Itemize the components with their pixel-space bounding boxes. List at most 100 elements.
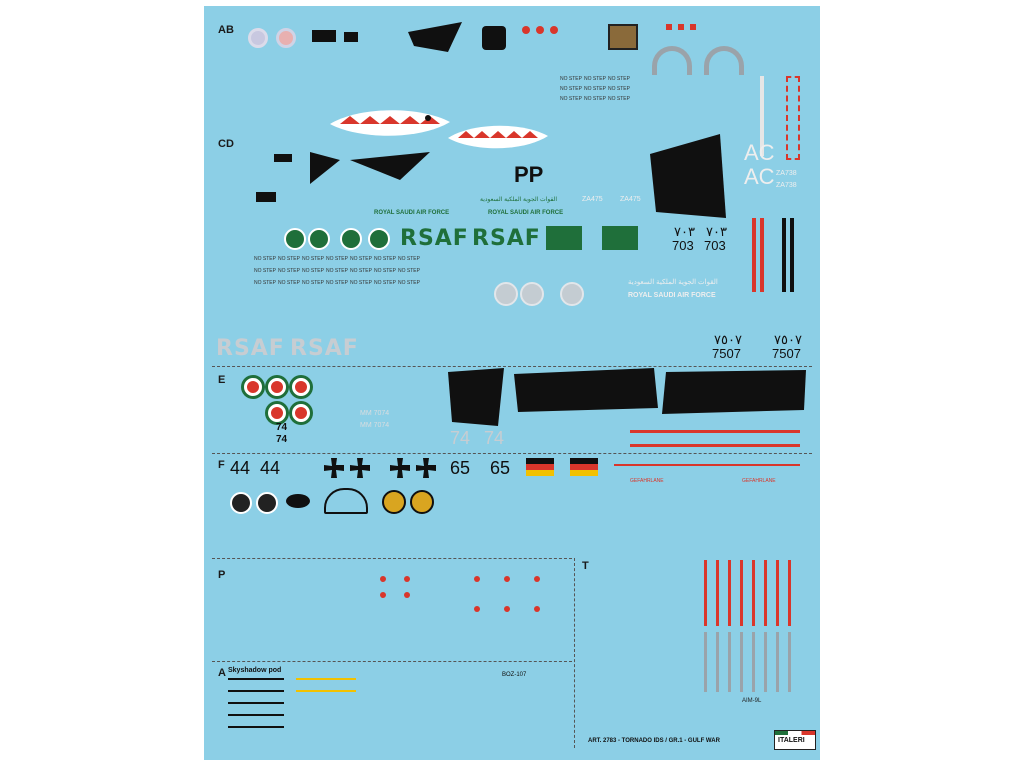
rsaf-text-dark: RSAF: [400, 226, 469, 251]
shark-mouth-decal: [330, 110, 450, 136]
saudi-flag: [546, 226, 582, 250]
section-label-p: P: [218, 569, 226, 581]
iron-cross-icon: [390, 458, 410, 478]
red-strip: [728, 560, 731, 626]
black-wing-shape: [514, 368, 806, 414]
no-step-text: NO STEP: [278, 280, 300, 286]
aim9l-label: AIM-9L: [742, 698, 762, 704]
skyshadow-label: Skyshadow pod: [228, 667, 282, 674]
divider: [212, 661, 572, 662]
divider: [212, 366, 812, 367]
black-panel: [274, 154, 292, 162]
red-dot: [534, 606, 540, 612]
grey-strip: [704, 632, 707, 692]
arabic-code: ٧٠٣: [706, 224, 727, 239]
grey-strip: [728, 632, 731, 692]
no-step-text: NO STEP: [326, 280, 348, 286]
no-step-text: NO STEP: [302, 268, 324, 274]
red-dot: [522, 26, 530, 34]
black-wing-shape: [310, 152, 430, 184]
no-step-text: NO STEP: [278, 268, 300, 274]
code-703: 703: [672, 238, 694, 253]
no-step-text: NO STEP: [326, 268, 348, 274]
grey-strip: [716, 632, 719, 692]
serial-za475: ZA475: [582, 196, 603, 203]
code-74-grey: 74: [450, 428, 471, 448]
rsaf-text-grey: RSAF: [290, 336, 359, 361]
german-flag: [570, 458, 598, 476]
no-step-text: NO STEP: [350, 268, 372, 274]
iron-cross-icon: [416, 458, 436, 478]
red-stripe: [614, 464, 800, 466]
black-panel: [312, 30, 336, 42]
roundel-icon: [276, 28, 296, 48]
red-strip: [788, 560, 791, 626]
saudi-english-text: ROYAL SAUDI AIR FORCE: [374, 210, 450, 216]
red-dot: [504, 606, 510, 612]
red-dashed-strip: [786, 76, 800, 160]
code-ac: AC: [744, 164, 775, 189]
italian-roundel-icon: [292, 378, 310, 396]
code-ac: AC: [744, 140, 775, 165]
no-step-text: NO STEP: [350, 256, 372, 262]
rsaf-roundel-icon: [368, 228, 390, 250]
saudi-arabic-text-light: القوات الجوية الملكية السعودية: [628, 279, 718, 286]
grey-roundel-icon: [520, 282, 544, 306]
red-dot: [404, 592, 410, 598]
black-line: [228, 678, 284, 680]
italeri-logo: ITALERI: [774, 730, 816, 750]
divider: [212, 558, 572, 559]
no-step-text: NO STEP: [374, 268, 396, 274]
red-dot: [504, 576, 510, 582]
no-step-text: NO STEP: [254, 280, 276, 286]
red-dot: [404, 576, 410, 582]
red-dot: [380, 576, 386, 582]
rsaf-roundel-icon: [340, 228, 362, 250]
black-line: [228, 726, 284, 728]
arabic-code: ٧٥٠٧: [714, 332, 742, 347]
red-dot: [534, 576, 540, 582]
grey-strip: [740, 632, 743, 692]
red-strip: [704, 560, 707, 626]
divider: [574, 558, 575, 748]
red-dot: [380, 592, 386, 598]
serial-za475: ZA475: [620, 196, 641, 203]
iron-cross-icon: [324, 458, 344, 478]
art-caption: ART. 2783 - TORNADO IDS / GR.1 - GULF WA…: [588, 738, 720, 744]
section-label-a: A: [218, 667, 226, 679]
rsaf-text-dark: RSAF: [472, 226, 541, 251]
section-label-cd: CD: [218, 138, 234, 150]
black-fin-shape: [650, 134, 726, 218]
badge-icon: [482, 26, 506, 50]
rsaf-text-grey: RSAF: [216, 336, 285, 361]
italian-roundel-icon: [244, 378, 262, 396]
rsaf-roundel-icon: [308, 228, 330, 250]
red-square: [678, 24, 684, 30]
code-7507: 7507: [772, 346, 801, 361]
no-step-text: NO STEP: [560, 96, 582, 102]
no-step-text: NO STEP: [398, 268, 420, 274]
italian-roundel-icon: [292, 404, 310, 422]
code-pp: PP: [514, 162, 544, 187]
shark-mouth-decal: [448, 125, 548, 149]
squadron-badge-icon: [230, 492, 252, 514]
serial-mm7074: MM 7074: [360, 410, 390, 417]
red-stripe: [630, 430, 800, 433]
serial-za738: ZA738: [776, 182, 797, 189]
red-square: [690, 24, 696, 30]
italian-roundel-icon: [268, 378, 286, 396]
code-65: 65: [490, 458, 511, 478]
black-strip: [782, 218, 786, 292]
no-step-text: NO STEP: [302, 280, 324, 286]
code-44: 44: [260, 458, 281, 478]
grey-strip: [764, 632, 767, 692]
black-panel: [256, 192, 276, 202]
red-strip: [776, 560, 779, 626]
white-strip: [760, 76, 764, 156]
yellow-line: [296, 690, 356, 692]
grey-roundel-icon: [494, 282, 518, 306]
italian-roundel-icon: [268, 404, 286, 422]
rsaf-roundel-icon: [284, 228, 306, 250]
grey-arc: [652, 46, 692, 75]
saudi-english-text-light: ROYAL SAUDI AIR FORCE: [628, 292, 716, 299]
